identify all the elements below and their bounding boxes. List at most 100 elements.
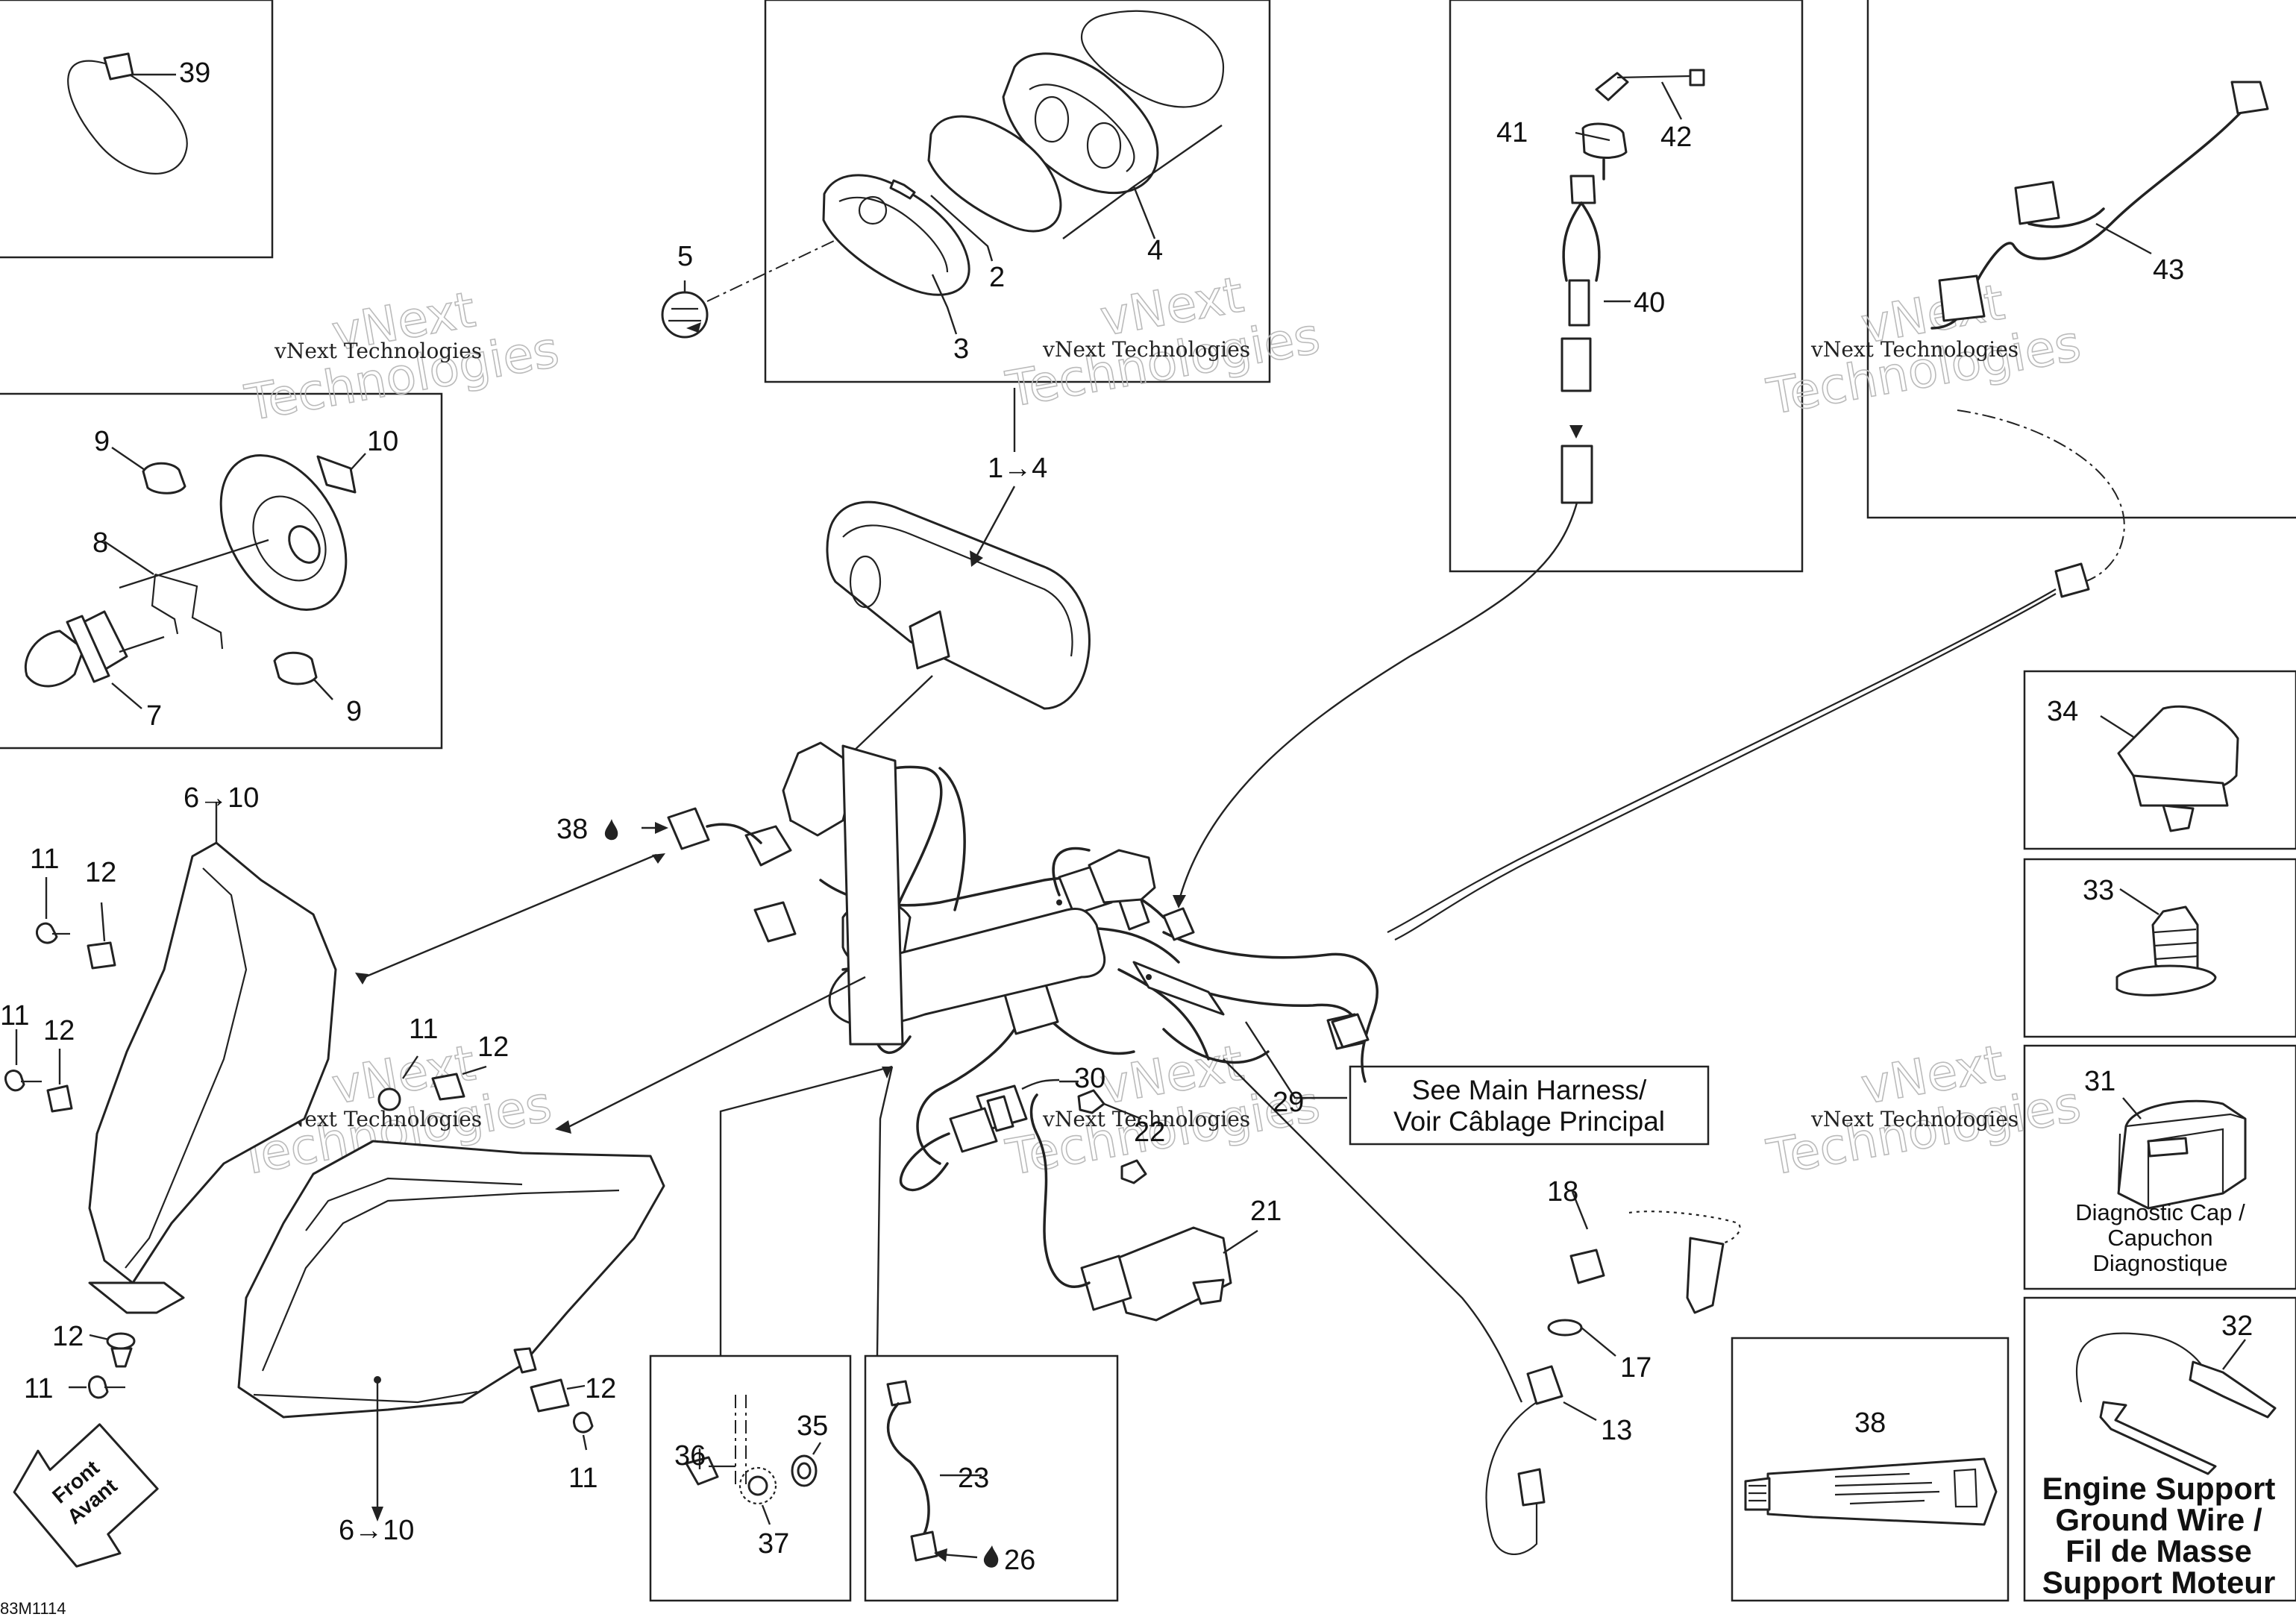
part-connector-30 — [899, 1078, 1079, 1192]
part-dess-post — [1561, 69, 1705, 504]
callout-18: 18 — [1547, 1176, 1578, 1208]
callout-38-box: 38 — [1854, 1407, 1886, 1439]
callout-31: 31 — [2084, 1066, 2115, 1097]
bulb-grommet-bottom — [273, 651, 318, 685]
callout-12-b: 12 — [43, 1015, 75, 1046]
gauge-seal — [1080, 10, 1225, 108]
fasteners-headlamp — [4, 877, 594, 1451]
note-diag-cap-line1: Diagnostic Cap / — [2075, 1199, 2245, 1225]
note-ground-line4: Support Moteur — [2042, 1565, 2276, 1600]
callout-11-d: 11 — [24, 1373, 53, 1404]
callout-22: 22 — [1134, 1117, 1165, 1148]
callout-11-e: 11 — [568, 1463, 597, 1494]
callout-32: 32 — [2221, 1310, 2253, 1342]
diagram-code: 83M1114 — [0, 1599, 66, 1617]
note-ground-line3: Fil de Masse — [2066, 1533, 2252, 1569]
callout-4: 4 — [1147, 235, 1163, 266]
note-main-harness-box — [1349, 1065, 1710, 1146]
callout-12-d: 12 — [52, 1321, 84, 1352]
wire-harness-43-long — [1331, 409, 2125, 1049]
part-headlamp-bulb-detail — [24, 447, 366, 709]
front-direction-arrow — [13, 1423, 159, 1568]
gauge-screw — [889, 179, 916, 200]
callout-36: 36 — [674, 1440, 706, 1472]
callout-29-leader — [1244, 1021, 1347, 1099]
callout-29: 29 — [1273, 1087, 1304, 1118]
callout-12-a: 12 — [85, 857, 116, 888]
part-harness-43 — [1930, 81, 2269, 330]
callout-35: 35 — [797, 1410, 828, 1442]
callout-42: 42 — [1660, 122, 1692, 153]
part-cable-tie — [67, 52, 188, 175]
callout-43: 43 — [2153, 254, 2184, 286]
callout-labels: 39 5 2 3 4 1→4 41 42 40 43 9 10 8 7 9 6→… — [0, 57, 2253, 1576]
callout-6-10-bottom: 6→10 — [339, 1515, 414, 1546]
wire-to-dess-post — [1173, 502, 1578, 908]
callout-30: 30 — [1074, 1063, 1105, 1094]
bulb-clip — [151, 573, 224, 650]
callout-10: 10 — [367, 426, 398, 457]
part-nut-22 — [1077, 1089, 1147, 1184]
callout-33: 33 — [2083, 875, 2114, 906]
pointer-headlamp-lens — [555, 976, 866, 1134]
part-ground-wire — [2075, 1332, 2277, 1475]
callout-12-c: 12 — [477, 1032, 509, 1063]
part-connector-38 — [355, 807, 762, 985]
callout-41: 41 — [1496, 117, 1528, 148]
part-gauge-cluster-exploded — [661, 10, 1225, 339]
washer-12-d — [89, 1332, 136, 1368]
note-diag-cap-line2: Capuchon — [2107, 1225, 2212, 1251]
callout-2: 2 — [989, 262, 1005, 293]
part-clip-34 — [2100, 705, 2239, 832]
watermark-small-6: vNext Technologies — [1810, 1107, 2019, 1131]
callout-38-main: 38 — [556, 814, 588, 845]
part-grease-tube — [1744, 1457, 1998, 1526]
key-post-boot — [1581, 122, 1628, 159]
gauge-lens — [927, 115, 1062, 233]
nut-12-c — [377, 1055, 487, 1111]
bulb — [24, 610, 165, 688]
callout-11-b: 11 — [0, 1000, 29, 1032]
watermark-small-3: vNext Technologies — [1810, 337, 2019, 362]
callout-3: 3 — [953, 333, 969, 365]
note-ground-line1: Engine Support — [2042, 1471, 2276, 1506]
callout-9-bottom: 9 — [346, 696, 362, 727]
nut-12-b — [46, 1084, 73, 1113]
box-harness-43 — [1866, 0, 2296, 519]
gauge-face — [661, 291, 709, 339]
callout-1-4: 1→4 — [988, 453, 1047, 484]
box-cable-tie — [0, 0, 274, 259]
wire-harness-to-tether — [1223, 1058, 1523, 1403]
callout-34: 34 — [2047, 696, 2078, 727]
part-sensor-wheel-assembly — [685, 1395, 822, 1525]
part-headlamp-lens — [237, 1140, 665, 1522]
callout-6-10-top: 6→10 — [184, 782, 259, 814]
callout-12-e: 12 — [585, 1373, 616, 1404]
callout-8: 8 — [92, 527, 108, 559]
callout-9-top: 9 — [94, 426, 110, 457]
note-main-harness-line1: See Main Harness/ — [1412, 1075, 1647, 1105]
nut-12-a — [87, 941, 116, 970]
notes: See Main Harness/ Voir Câblage Principal… — [1393, 1075, 2275, 1600]
callout-26: 26 — [1004, 1545, 1035, 1576]
part-headlamp-assembly — [88, 803, 337, 1314]
part-tether-cord — [1485, 1191, 1741, 1555]
callout-23: 23 — [958, 1463, 989, 1494]
watermark-small-5: vNext Technologies — [1042, 1107, 1250, 1131]
note-ground-line2: Ground Wire / — [2055, 1502, 2262, 1537]
note-main-harness-line2: Voir Câblage Principal — [1393, 1106, 1665, 1137]
callout-40: 40 — [1634, 287, 1665, 318]
part-rivet-33 — [2115, 888, 2217, 996]
screw-11-d — [69, 1375, 125, 1399]
screw-11-a — [35, 877, 70, 944]
part-gauge-cluster-mounted — [824, 388, 1091, 780]
callout-39: 39 — [179, 57, 210, 89]
nut-12-e — [530, 1378, 586, 1413]
callout-7: 7 — [146, 700, 162, 732]
callout-21: 21 — [1250, 1196, 1282, 1227]
watermark-small-1: vNext Technologies — [274, 339, 482, 363]
box-sensor-wheel — [649, 1354, 852, 1602]
watermark-small-2: vNext Technologies — [1042, 337, 1250, 362]
bulb-socket-cover — [219, 454, 357, 611]
